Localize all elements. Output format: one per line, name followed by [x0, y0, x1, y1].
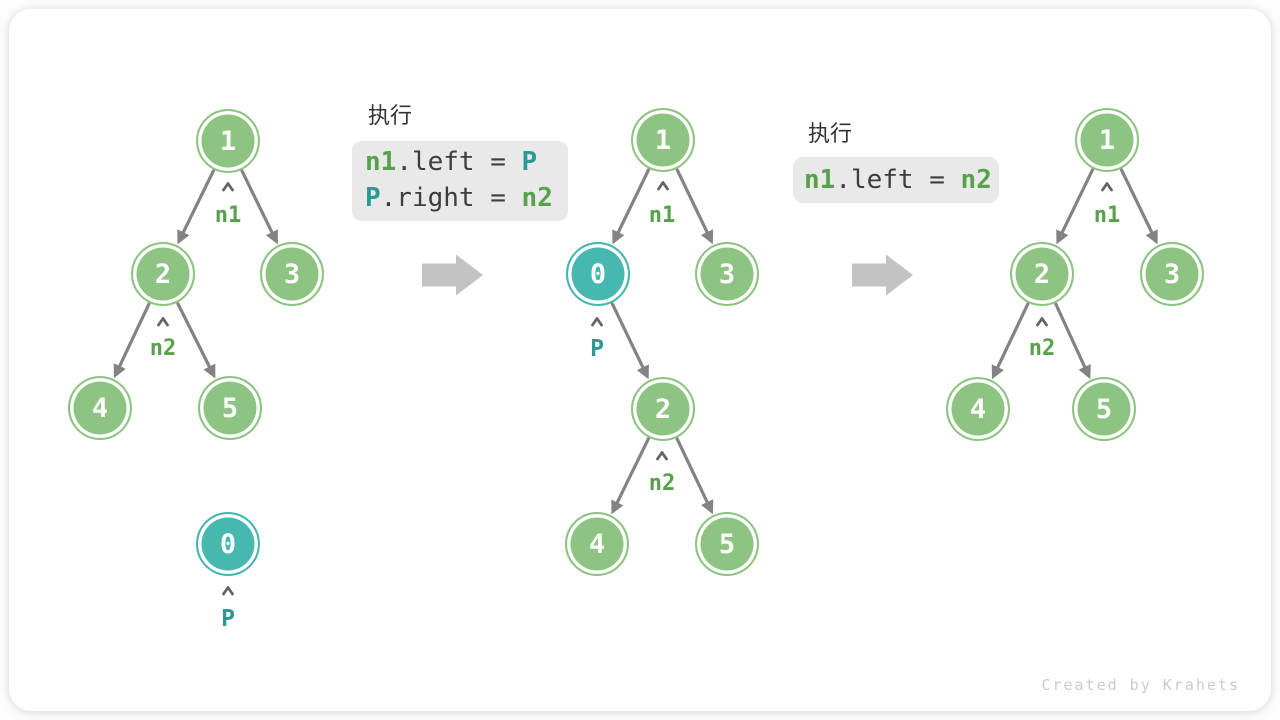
code-ident-n1: n1 — [804, 165, 836, 195]
pointer-label-p: P — [221, 606, 235, 632]
pointer-label-n2: n2 — [149, 336, 177, 361]
code-line: n1.left = P — [365, 144, 555, 180]
tree3-node-4: 4 — [946, 377, 1010, 441]
caret-up-icon — [221, 181, 235, 192]
pointer-label-n1: n1 — [214, 203, 242, 228]
caret-up-icon — [221, 585, 235, 596]
code-block-2: n1.left = n2 — [793, 157, 999, 203]
caret-up-icon — [156, 316, 170, 327]
tree1-node-p0: 0 — [196, 512, 260, 576]
code-ident-n2: n2 — [521, 183, 553, 213]
pointer-label-n1: n1 — [1093, 203, 1121, 228]
caret-up-icon — [655, 450, 669, 461]
pointer-label-p: P — [590, 336, 604, 362]
tree1-node-1: 1 — [196, 109, 260, 173]
tree3-node-3: 3 — [1140, 242, 1204, 306]
code-line: n1.left = n2 — [804, 157, 992, 203]
watermark: Created by Krahets — [1041, 676, 1240, 694]
tree1-node-4: 4 — [68, 376, 132, 440]
tree2-node-5: 5 — [695, 512, 759, 576]
code-ident-p: P — [365, 183, 381, 213]
tree3-node-2: 2 — [1010, 242, 1074, 306]
tree3-node-1: 1 — [1075, 108, 1139, 172]
code-ident-n2: n2 — [960, 165, 992, 195]
code-text: .left = — [835, 165, 961, 195]
code-text: .left = — [396, 147, 522, 177]
caret-up-icon — [1035, 316, 1049, 327]
exec-title-1: 执行 — [368, 103, 413, 128]
code-line: P.right = n2 — [365, 180, 555, 216]
tree2-node-3: 3 — [695, 242, 759, 306]
tree2-node-2: 2 — [631, 377, 695, 441]
pointer-label-n1: n1 — [648, 203, 676, 228]
caret-up-icon — [1100, 181, 1114, 192]
tree1-node-5: 5 — [198, 376, 262, 440]
code-block-1: n1.left = P P.right = n2 — [352, 141, 568, 221]
caret-up-icon — [590, 316, 604, 327]
pointer-label-n2: n2 — [1028, 336, 1056, 361]
pointer-label-n2: n2 — [648, 471, 676, 496]
tree2-node-4: 4 — [565, 512, 629, 576]
code-ident-n1: n1 — [365, 147, 397, 177]
exec-title-2: 执行 — [808, 121, 853, 146]
tree1-node-2: 2 — [131, 242, 195, 306]
tree2-node-1: 1 — [631, 108, 695, 172]
code-text: .right = — [380, 183, 522, 213]
tree3-node-5: 5 — [1072, 377, 1136, 441]
tree2-node-0: 0 — [566, 242, 630, 306]
code-ident-p: P — [521, 147, 538, 177]
tree1-node-3: 3 — [260, 242, 324, 306]
caret-up-icon — [656, 180, 670, 191]
